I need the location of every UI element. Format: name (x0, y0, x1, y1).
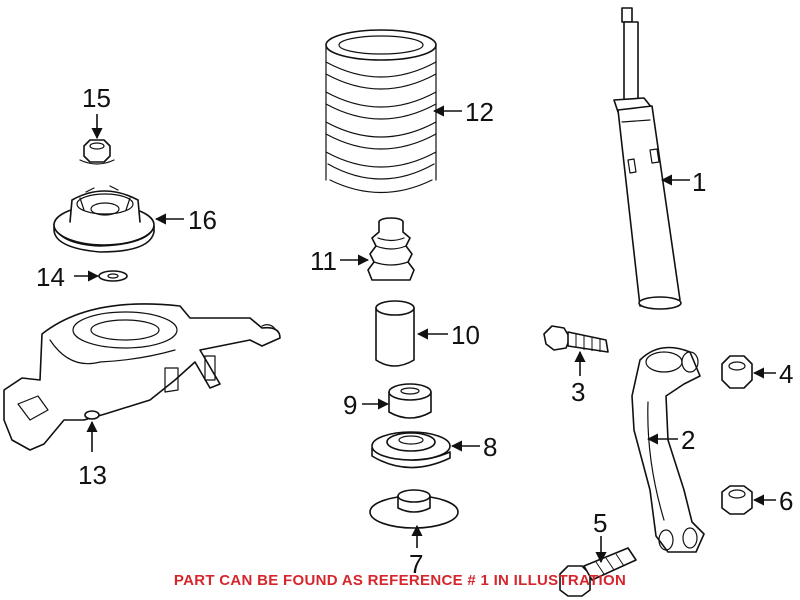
part-bump-stop (367, 217, 415, 281)
callout-6: 6 (779, 486, 793, 516)
callout-11: 11 (310, 246, 337, 276)
callout-1: 1 (692, 167, 706, 197)
part-spring-seat (371, 431, 451, 469)
part-coil-spring (325, 29, 437, 193)
part-insulator (388, 383, 432, 419)
callout-12: 12 (465, 97, 494, 127)
callout-labels: 1 2 3 4 5 6 7 8 9 10 11 12 13 14 15 16 (36, 83, 793, 579)
part-lower-arm (631, 346, 705, 553)
part-nut-15 (79, 139, 115, 165)
callout-10: 10 (451, 320, 480, 350)
callout-13: 13 (78, 460, 107, 490)
part-nut-4 (721, 355, 753, 389)
part-carrier (3, 303, 281, 451)
part-nut-6 (721, 485, 753, 515)
callout-15: 15 (82, 83, 111, 113)
leader-lines (74, 105, 776, 564)
part-lower-seat (369, 489, 459, 529)
part-dust-boot (375, 300, 415, 367)
callout-8: 8 (483, 432, 497, 462)
callout-7: 7 (409, 549, 423, 579)
callout-2: 2 (681, 425, 695, 455)
callout-9: 9 (343, 390, 357, 420)
part-shock-absorber (613, 7, 682, 310)
part-bolt-5 (559, 547, 637, 597)
callout-4: 4 (779, 359, 793, 389)
callout-3: 3 (571, 377, 585, 407)
part-upper-mount (53, 185, 155, 253)
footer-note: PART CAN BE FOUND AS REFERENCE # 1 IN IL… (173, 572, 627, 589)
callout-14: 14 (36, 262, 65, 292)
part-washer (98, 270, 128, 282)
callout-5: 5 (593, 508, 607, 538)
callout-16: 16 (188, 205, 217, 235)
part-bolt-3 (543, 325, 609, 353)
